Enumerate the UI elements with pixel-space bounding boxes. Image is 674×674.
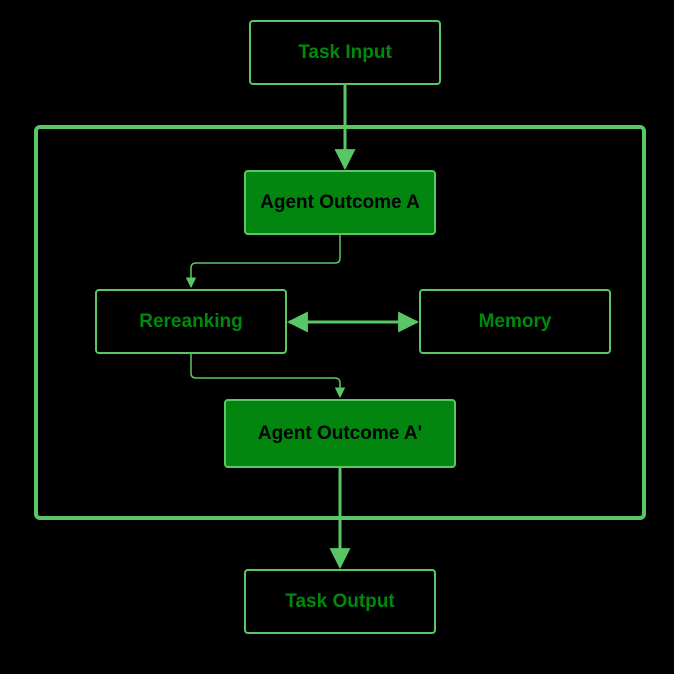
task-input-node: Task Input [249,20,441,85]
task-output-node: Task Output [244,569,436,634]
agent-outcome-a-prime-label: Agent Outcome A' [257,422,423,444]
rereanking-label: Rereanking [139,310,243,332]
memory-label: Memory [478,310,552,332]
task-output-label: Task Output [285,590,395,612]
agent-outcome-a-node: Agent Outcome A [244,170,436,235]
edge-rereanking-to-outcome-a-prime [190,354,346,399]
agent-outcome-a-label: Agent Outcome A [260,191,420,213]
rereanking-node: Rereanking [95,289,287,354]
task-input-label: Task Input [298,41,392,63]
memory-node: Memory [419,289,611,354]
agent-outcome-a-prime-node: Agent Outcome A' [224,399,456,468]
edge-outcome-a-to-rereanking [185,235,341,289]
